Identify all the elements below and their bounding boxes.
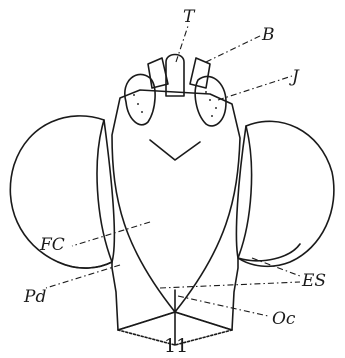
label-B: B bbox=[261, 25, 275, 45]
lower-head-plates bbox=[58, 244, 300, 345]
basal-lobes bbox=[148, 58, 210, 88]
label-Pd: Pd bbox=[23, 287, 46, 307]
leader-lines bbox=[46, 26, 300, 316]
figure-number: 11 bbox=[164, 335, 188, 357]
label-Oc: Oc bbox=[272, 309, 296, 329]
label-J: J bbox=[289, 67, 300, 87]
tylus-tip bbox=[166, 55, 184, 97]
frons-clypeus-shield bbox=[112, 90, 240, 345]
label-FC: FC bbox=[39, 235, 65, 255]
label-ES: ES bbox=[301, 271, 326, 291]
right-antennal-lobe bbox=[195, 76, 226, 126]
right-compound-eye bbox=[236, 121, 333, 266]
label-T: T bbox=[183, 7, 196, 27]
